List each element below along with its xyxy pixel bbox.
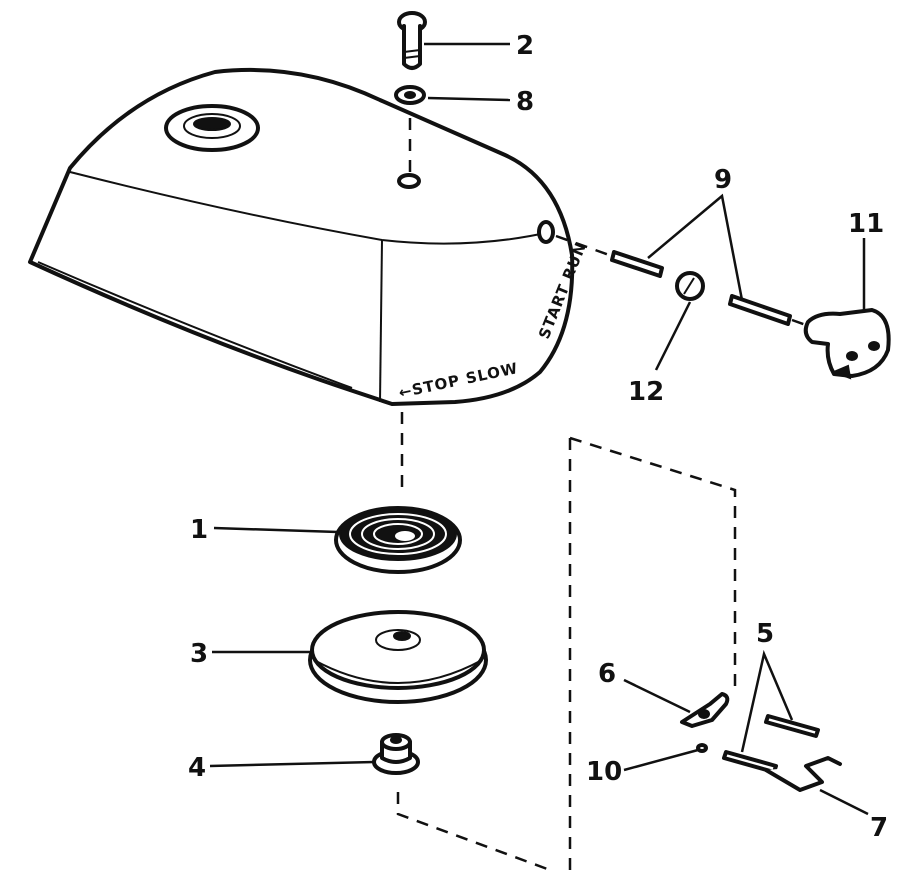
knob-part-11 xyxy=(803,308,891,380)
callout-6: 6 xyxy=(598,659,616,689)
ball-part-12 xyxy=(675,271,705,301)
filler-cap xyxy=(164,104,260,152)
callout-2: 2 xyxy=(516,31,534,61)
callout-10: 10 xyxy=(586,757,622,787)
shaft-part-9b xyxy=(728,294,792,326)
link-rod-part-7 xyxy=(764,756,842,792)
callout-11: 11 xyxy=(848,209,884,239)
cover-side-hole xyxy=(537,220,555,244)
callout-8: 8 xyxy=(516,87,534,117)
callout-7: 7 xyxy=(870,813,888,843)
throttle-lever-part-6 xyxy=(680,692,730,728)
callout-9: 9 xyxy=(714,165,732,195)
pin-part-5a xyxy=(764,714,820,738)
callout-3: 3 xyxy=(190,639,208,669)
screw-part-2 xyxy=(397,11,427,70)
clip-part-10 xyxy=(696,743,708,753)
callout-5: 5 xyxy=(756,619,774,649)
callout-numbers: 1 2 3 4 5 6 7 8 9 10 11 12 xyxy=(188,31,888,843)
leader-lines xyxy=(209,42,869,816)
callout-12: 12 xyxy=(628,377,664,407)
shaft-part-9a xyxy=(610,250,664,278)
pulley-part-3 xyxy=(308,610,488,704)
bushing-part-4 xyxy=(372,733,420,775)
shaft-alignment-line xyxy=(555,234,613,258)
washer-part-8 xyxy=(394,85,426,105)
callout-4: 4 xyxy=(188,753,206,783)
cover-mount-hole xyxy=(397,173,421,189)
recoil-spring-part-1 xyxy=(334,506,462,574)
callout-1: 1 xyxy=(190,515,208,545)
knob-alignment-line xyxy=(791,318,807,327)
engine-cover: ←STOP SLOW START RUN xyxy=(28,67,590,406)
bushing-alignment-line xyxy=(396,792,551,872)
linkage-group-outline xyxy=(568,436,737,870)
